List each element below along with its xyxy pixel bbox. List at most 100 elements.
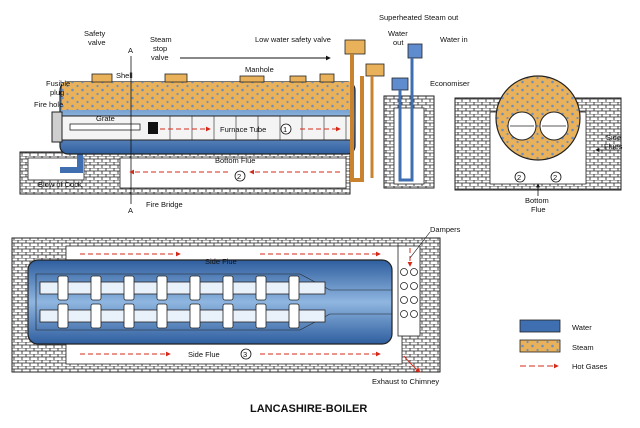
label-plan-num: 3 xyxy=(243,350,247,359)
bottom-flue-channel xyxy=(119,157,347,189)
galloway-tube xyxy=(222,275,234,301)
label-low-water-valve: Low water safety valve xyxy=(255,35,331,44)
galloway-tube xyxy=(255,275,267,301)
superheater-header-2 xyxy=(365,63,385,77)
damper-opening xyxy=(400,296,408,304)
galloway-tube xyxy=(288,303,300,329)
economiser-tubes xyxy=(398,58,414,182)
superheater-header xyxy=(344,39,366,55)
label-exhaust: Exhaust to Chimney xyxy=(372,377,439,386)
label-manhole: Manhole xyxy=(245,65,274,74)
legend-steam-label: Steam xyxy=(572,343,594,352)
label-furnace-tube: Furnace Tube xyxy=(220,125,266,134)
label-fusible-plug-1: Fusible xyxy=(46,79,70,88)
plan-view: Dampers Side Flue Side Flue 3 Exhaust to… xyxy=(11,225,461,386)
label-blow-of-cock: Blow of Cock xyxy=(38,180,82,189)
label-water-in: Water in xyxy=(440,35,468,44)
steam-space xyxy=(62,82,353,110)
furnace-ribs xyxy=(169,116,347,140)
label-water-out-2: out xyxy=(393,38,404,47)
galloway-tube xyxy=(57,303,69,329)
legend-gas-label: Hot Gases xyxy=(572,362,608,371)
label-steam-stop-2: stop xyxy=(153,44,167,53)
galloway-tube xyxy=(288,275,300,301)
hot-gas-arrows-plan xyxy=(80,248,413,357)
label-cross-num-right: 2 xyxy=(553,173,557,182)
cross-section: 2 2 Side Flues Bottom Flue xyxy=(454,75,623,214)
label-side-flues-2: Flues xyxy=(604,142,623,151)
low-water-valve xyxy=(289,75,307,83)
label-plan-side-flue-bottom: Side Flue xyxy=(188,350,220,359)
legend: Water Steam Hot Gases xyxy=(519,319,608,371)
label-dampers: Dampers xyxy=(430,225,461,234)
damper-opening xyxy=(400,268,408,276)
label-side-flues-1: Side xyxy=(606,133,621,142)
legend-steam-swatch xyxy=(519,339,561,353)
plan-furnace-lower xyxy=(39,309,326,323)
diagram-title: LANCASHIRE-BOILER xyxy=(250,403,367,415)
galloway-tube xyxy=(57,275,69,301)
blow-off-pipe xyxy=(60,152,83,173)
fire-bridge-block xyxy=(148,122,158,134)
steam-stop-valve xyxy=(164,73,188,83)
label-superheated-steam: Superheated Steam out xyxy=(379,13,459,22)
label-economiser: Economiser xyxy=(430,79,470,88)
galloway-tube xyxy=(255,303,267,329)
galloway-tube xyxy=(90,303,102,329)
longitudinal-labels: Safety valve Steam stop valve Low water … xyxy=(34,13,470,215)
label-shell: Shell xyxy=(116,71,133,80)
grate xyxy=(69,123,141,131)
damper-opening xyxy=(410,310,418,318)
damper-opening xyxy=(410,282,418,290)
damper-chamber xyxy=(397,245,421,337)
galloway-tube xyxy=(156,303,168,329)
label-grate: Grate xyxy=(96,114,115,123)
label-furnace-num: 1 xyxy=(283,125,287,134)
safety-valve xyxy=(91,73,113,83)
feed-fitting xyxy=(319,73,335,83)
label-cross-bottom-1: Bottom xyxy=(525,196,549,205)
superheater-coil xyxy=(350,54,364,182)
label-cross-bottom-2: Flue xyxy=(531,205,546,214)
damper-opening xyxy=(400,282,408,290)
label-cross-num-left: 2 xyxy=(517,173,521,182)
longitudinal-section xyxy=(19,39,435,204)
label-safety-valve-1: Safety xyxy=(84,29,106,38)
economiser-header-in xyxy=(407,43,423,59)
galloway-tube xyxy=(156,275,168,301)
damper-opening xyxy=(410,296,418,304)
galloway-tubes xyxy=(57,275,300,329)
label-bottom-flue: Bottom Flue xyxy=(215,156,255,165)
label-water-out-1: Water xyxy=(388,29,408,38)
legend-water-swatch xyxy=(519,319,561,333)
cross-section-shell xyxy=(495,75,581,161)
damper-opening xyxy=(400,310,408,318)
label-section-a-top: A xyxy=(128,46,133,55)
label-safety-valve-2: valve xyxy=(88,38,106,47)
label-steam-stop-3: valve xyxy=(151,53,169,62)
label-plan-side-flue-top: Side Flue xyxy=(205,257,237,266)
galloway-tube xyxy=(189,275,201,301)
blow-off-pit xyxy=(27,157,85,181)
galloway-tube xyxy=(123,275,135,301)
label-fire-bridge: Fire Bridge xyxy=(146,200,183,209)
legend-water-label: Water xyxy=(572,323,592,332)
hot-gas-arrows-top xyxy=(129,126,341,175)
label-steam-stop-1: Steam xyxy=(150,35,172,44)
label-bottom-flue-num: 2 xyxy=(237,172,241,181)
plan-furnace-upper xyxy=(39,281,326,295)
galloway-tube xyxy=(123,303,135,329)
fire-door xyxy=(51,111,63,143)
galloway-tube xyxy=(222,303,234,329)
galloway-tube xyxy=(90,275,102,301)
label-fusible-plug-2: plug xyxy=(50,88,64,97)
damper-opening xyxy=(410,268,418,276)
label-section-a-bottom: A xyxy=(128,206,133,215)
dampers xyxy=(400,268,418,318)
plan-shell xyxy=(27,259,393,345)
manhole xyxy=(239,75,265,83)
label-fire-hole: Fire hole xyxy=(34,100,63,109)
economiser-header-out xyxy=(391,77,409,91)
galloway-tube xyxy=(189,303,201,329)
